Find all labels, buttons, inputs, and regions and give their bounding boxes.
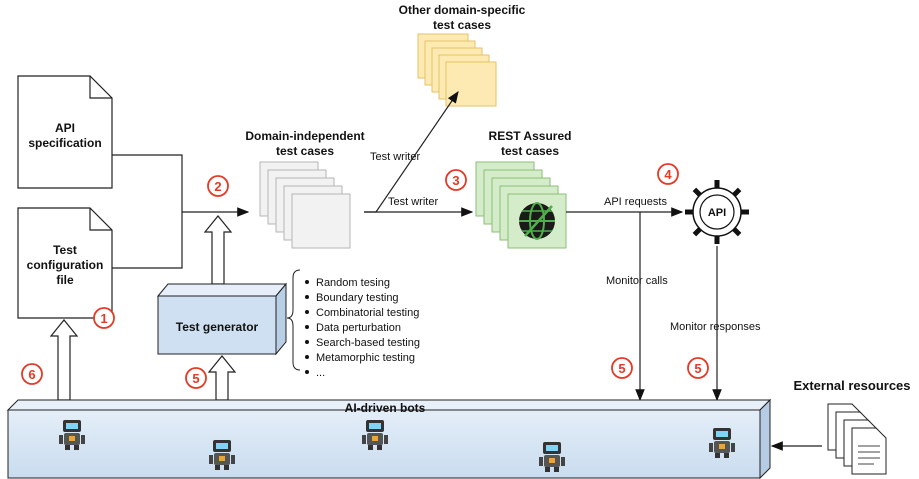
ai-bots-bar: AI-driven bots: [6, 398, 772, 479]
svg-text:Combinatorial testing: Combinatorial testing: [316, 307, 419, 319]
ai-bots-label: AI-driven bots: [345, 401, 426, 415]
robot-icon: [59, 420, 85, 450]
step-markers: 1 2 3 4 5 5 5 6: [21, 163, 709, 389]
svg-text:2: 2: [214, 179, 221, 194]
external-resources-label: External resources: [793, 378, 910, 393]
technique-item: Metamorphic testing: [305, 352, 415, 364]
test-writer-right-label: Test writer: [388, 196, 438, 208]
svg-text:6: 6: [28, 367, 35, 382]
generator-up-arrow: [203, 215, 233, 285]
rest-assured-stack: REST Assured test cases: [475, 129, 572, 249]
robot-icon: [209, 440, 235, 470]
step-6-marker: 6: [21, 363, 43, 385]
api-spec-line1: API: [55, 121, 75, 135]
input-connectors: [112, 154, 250, 269]
svg-text:Metamorphic testing: Metamorphic testing: [316, 352, 415, 364]
techniques-brace: [286, 269, 301, 371]
rest-assured-line2: test cases: [501, 144, 559, 158]
domain-independent-stack: Domain-independent test cases: [245, 129, 365, 249]
monitor-calls-label: Monitor calls: [606, 275, 668, 287]
bots-to-generator-arrow: [207, 355, 237, 401]
step-4-marker: 4: [657, 163, 679, 185]
api-requests-label: API requests: [604, 196, 667, 208]
svg-text:Boundary testing: Boundary testing: [316, 292, 399, 304]
robot-icon: [539, 442, 565, 472]
step-5b-marker: 5: [611, 357, 633, 379]
techniques-list: Random tesing Boundary testing Combinato…: [305, 277, 420, 379]
globe-icon: [519, 202, 555, 240]
robot-icon: [362, 420, 388, 450]
svg-text:...: ...: [316, 367, 325, 379]
test-writer-arrows: Test writer Test writer: [364, 91, 474, 217]
technique-item: Combinatorial testing: [305, 307, 419, 319]
test-config-line2: configuration: [27, 258, 104, 272]
other-domain-line1: Other domain-specific: [399, 3, 526, 17]
bots-to-config-arrow: [49, 319, 79, 401]
technique-item: Data perturbation: [305, 322, 401, 334]
domain-independent-line2: test cases: [276, 144, 334, 158]
domain-independent-line1: Domain-independent: [245, 129, 364, 143]
api-spec-line2: specification: [28, 136, 101, 150]
svg-text:4: 4: [664, 167, 672, 182]
step-2-marker: 2: [207, 175, 229, 197]
step-3-marker: 3: [445, 169, 467, 191]
monitor-arrows: [635, 212, 722, 402]
test-config-line3: file: [56, 273, 74, 287]
test-writer-up-label: Test writer: [370, 151, 420, 163]
test-config-line1: Test: [53, 243, 77, 257]
test-configuration-doc: Test configuration file: [17, 207, 113, 319]
external-resources: External resources: [793, 378, 911, 475]
step-5a-marker: 5: [185, 367, 207, 389]
other-domain-line2: test cases: [433, 18, 491, 32]
svg-text:5: 5: [694, 361, 701, 376]
svg-text:Random tesing: Random tesing: [316, 277, 390, 289]
technique-item: Boundary testing: [305, 292, 399, 304]
svg-text:5: 5: [618, 361, 625, 376]
test-generator-box: Test generator: [156, 282, 288, 356]
monitor-responses-label: Monitor responses: [670, 321, 761, 333]
rest-assured-line1: REST Assured: [489, 129, 572, 143]
svg-text:5: 5: [192, 371, 199, 386]
svg-text:1: 1: [100, 311, 107, 326]
api-label: API: [708, 207, 726, 219]
robot-icon: [709, 428, 735, 458]
technique-item: Search-based testing: [305, 337, 420, 349]
step-5c-marker: 5: [687, 357, 709, 379]
technique-item: Random tesing: [305, 277, 390, 289]
svg-text:3: 3: [452, 173, 459, 188]
api-specification-doc: API specification: [17, 75, 113, 189]
other-domain-stack: Other domain-specific test cases: [399, 3, 526, 107]
svg-text:Data perturbation: Data perturbation: [316, 322, 401, 334]
svg-text:Search-based testing: Search-based testing: [316, 337, 420, 349]
test-generator-label: Test generator: [176, 320, 259, 334]
step-1-marker: 1: [93, 307, 115, 329]
api-gear-icon: API: [685, 180, 749, 244]
technique-item: ...: [305, 367, 325, 379]
